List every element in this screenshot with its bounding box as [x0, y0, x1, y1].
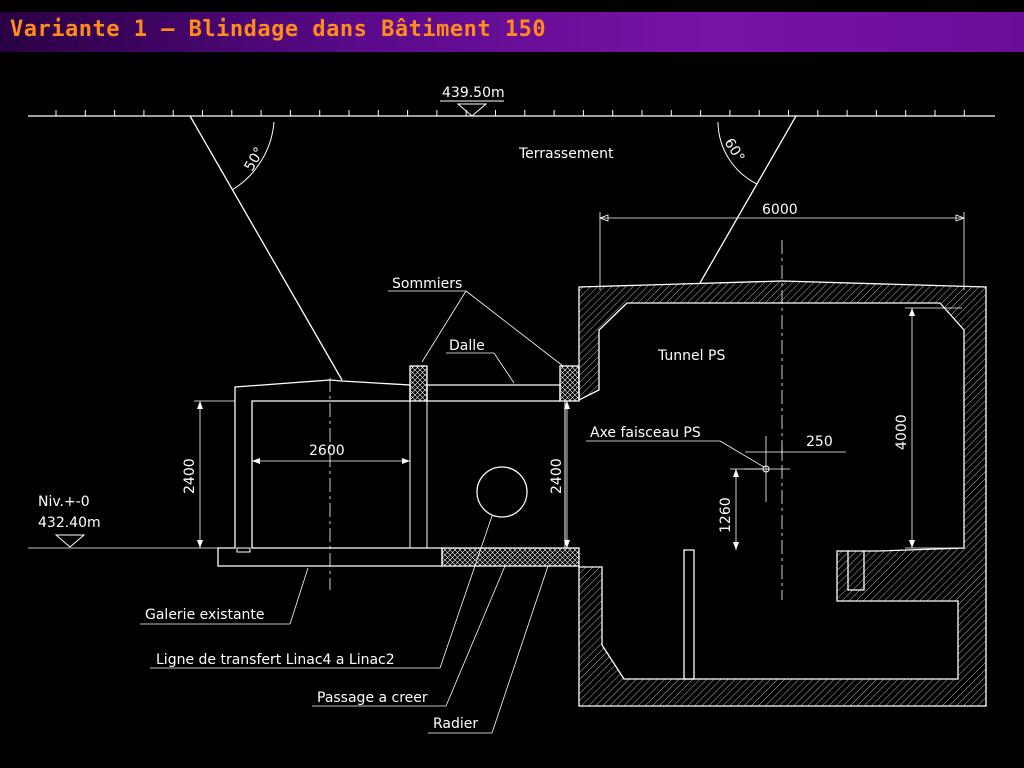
level-zero-label: Niv.+-0 [38, 494, 90, 510]
level-zero-value: 432.40m [38, 515, 101, 531]
svg-text:2400: 2400 [549, 458, 565, 494]
svg-text:4000: 4000 [894, 414, 910, 450]
ground-level-marker: 439.50m [440, 85, 505, 117]
svg-text:2400: 2400 [182, 458, 198, 494]
dimension-2400-mid: 2400 [549, 401, 570, 548]
raft-label: Radier [433, 716, 478, 732]
beams-leader: Sommiers [388, 276, 564, 367]
transfer-line-label: Ligne de transfert Linac4 a Linac2 [156, 652, 395, 668]
beam-left [409, 365, 428, 402]
angle-left-label: 50° [242, 144, 268, 174]
dimension-1260: 1260 [718, 468, 762, 550]
dimension-4000: 4000 [894, 307, 962, 549]
svg-text:2600: 2600 [309, 443, 345, 459]
tunnel-ps-structure [578, 280, 987, 707]
transfer-line-pipe [476, 466, 528, 518]
excavation-slopes [189, 115, 797, 381]
ground-level-label: 439.50m [442, 85, 505, 101]
svg-text:1260: 1260 [718, 497, 734, 533]
passage-leader: Passage a creer [312, 565, 506, 707]
passage-label: Passage a creer [317, 690, 428, 706]
slab-dalle [426, 384, 561, 402]
title-bar [0, 12, 1024, 52]
svg-text:250: 250 [806, 434, 833, 450]
svg-text:6000: 6000 [762, 202, 798, 218]
ground-line [28, 110, 995, 117]
beam-axis-label: Axe faisceau PS [590, 425, 701, 441]
dimension-6000: 6000 [598, 202, 966, 290]
dimension-2600: 2600 [252, 443, 410, 464]
level-zero-marker: Niv.+-0 432.40m [28, 494, 218, 549]
raft-leader: Radier [428, 565, 549, 734]
beam-axis-marker: 250 Axe faisceau PS [586, 425, 846, 502]
dimension-2400-left: 2400 [182, 400, 235, 548]
existing-gallery-label: Galerie existante [145, 607, 265, 623]
tunnel-label: Tunnel PS [657, 348, 725, 364]
slide-title: Variante 1 – Blindage dans Bâtiment 150 [10, 17, 547, 42]
slab-leader: Dalle [446, 338, 515, 384]
slab-label: Dalle [449, 338, 485, 354]
earthwork-label: Terrassement [518, 146, 614, 162]
beams-label: Sommiers [392, 276, 462, 292]
existing-gallery-leader: Galerie existante [140, 567, 309, 625]
angle-right-label: 60° [721, 136, 748, 166]
transfer-line-leader: Ligne de transfert Linac4 a Linac2 [150, 515, 493, 669]
raft-radier [441, 547, 580, 567]
beam-right [559, 365, 580, 402]
